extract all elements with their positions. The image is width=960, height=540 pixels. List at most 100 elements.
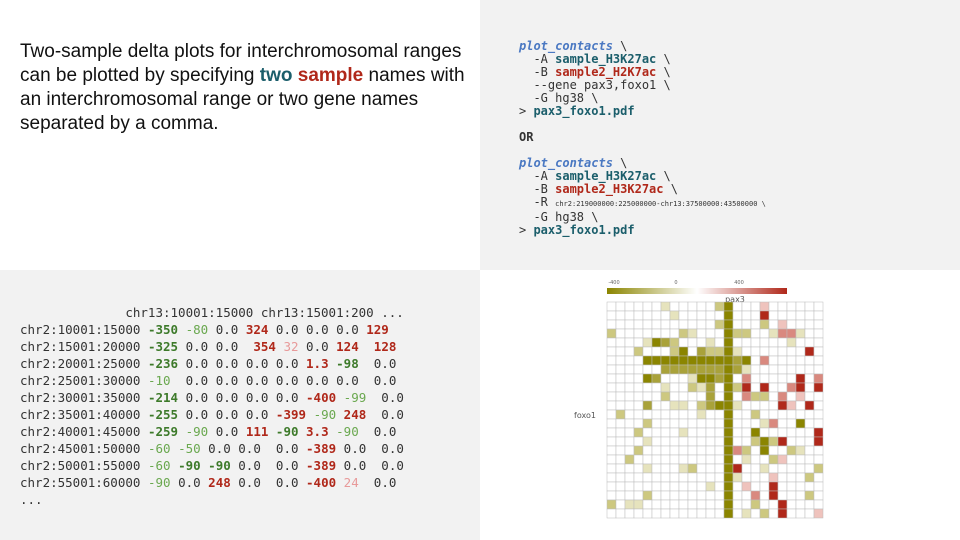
heatmap-cell [741,481,752,492]
heatmap-cell [687,319,698,330]
heatmap-cell [633,508,644,519]
heatmap-cell [642,499,653,510]
heatmap-cell [660,328,671,339]
heatmap-cell [687,364,698,375]
heatmap-cell [606,319,617,330]
heatmap-cell [804,391,815,402]
heatmap-cell [624,445,635,456]
heatmap-cell [804,463,815,474]
heatmap-cell [741,301,752,312]
legend-tick: 400 [734,280,744,286]
heatmap-cell [687,373,698,384]
heatmap-cell [759,346,770,357]
heatmap-cell [759,490,770,501]
table-row: chr2:55001:60000 -90 0.0 248 0.0 0.0 -40… [20,474,404,491]
table-cell: 0.0 [185,390,209,405]
heatmap-cell [813,490,824,501]
heatmap-cell [759,463,770,474]
table-cell: 0.0 [306,373,329,388]
heatmap-cell [615,508,626,519]
heatmap-cell [768,490,779,501]
heatmap-cell [786,481,797,492]
heatmap-cell [660,508,671,519]
heatmap-cell [642,337,653,348]
heatmap-cell [804,301,815,312]
heatmap-cell [669,463,680,474]
table-cell: 111 [245,424,269,439]
heatmap-cell [678,481,689,492]
heatmap-cell [804,382,815,393]
table-cell: -350 [147,322,179,337]
heatmap-cell [732,382,743,393]
heatmap-cell [750,328,761,339]
table-cell: 0.0 [185,407,209,422]
heatmap-cell [732,364,743,375]
heatmap-cell [624,436,635,447]
heatmap-cell [795,427,806,438]
heatmap-cell [669,301,680,312]
heatmap-cell [777,391,788,402]
heatmap-cell [606,364,617,375]
heatmap-cell [750,508,761,519]
heatmap-cell [705,445,716,456]
heatmap-cell [768,409,779,420]
heatmap-cell [714,391,725,402]
heatmap-cell [687,499,698,510]
heatmap-cell [606,310,617,321]
heatmap-cell [813,454,824,465]
heatmap-cell [705,382,716,393]
heatmap-cell [642,373,653,384]
heatmap-cell [705,328,716,339]
heatmap-cell [678,490,689,501]
heatmap-cell [732,436,743,447]
heatmap-cell [804,400,815,411]
heatmap-cell [696,463,707,474]
heatmap-cell [687,472,698,483]
heatmap-cell [786,427,797,438]
code-line: > pax3_foxo1.pdf [519,224,766,237]
heatmap-cell [786,472,797,483]
heatmap-cell [732,319,743,330]
table-cell: -90 [208,458,231,473]
heatmap-cell [687,481,698,492]
heatmap-cell [687,463,698,474]
heatmap-cell [642,436,653,447]
heatmap-cell [678,328,689,339]
heatmap-cell [804,427,815,438]
heatmap-cell [660,319,671,330]
heatmap-cell [633,490,644,501]
heatmap-cell [759,427,770,438]
heatmap-cell [651,310,662,321]
heatmap-cell [777,418,788,429]
heatmap-cell [660,364,671,375]
heatmap-cell [759,409,770,420]
heatmap-cell [660,490,671,501]
heatmap-cell [624,319,635,330]
heatmap-cell [759,391,770,402]
heatmap-cell [750,319,761,330]
heatmap-cell [759,418,770,429]
heatmap-cell [795,364,806,375]
heatmap-cell [615,445,626,456]
heatmap-cell [786,436,797,447]
heatmap-cell [642,418,653,429]
heatmap-cell [705,508,716,519]
heatmap-cell [723,373,734,384]
heatmap-cell [786,337,797,348]
heatmap-cell [606,427,617,438]
heatmap-cell [750,409,761,420]
heatmap-cell [732,310,743,321]
heatmap-cell [804,508,815,519]
heatmap-cell [732,409,743,420]
heatmap-cell [768,301,779,312]
table-cell: 0.0 [306,339,329,354]
table-cell: 0.0 [268,458,299,473]
heatmap-cell [696,418,707,429]
heatmap-cell [750,373,761,384]
heatmap-cell [714,481,725,492]
line-continuation: \ [612,39,628,53]
heatmap-cell [714,436,725,447]
heatmap-cell [759,436,770,447]
heatmap-cell [651,445,662,456]
heatmap-cell [642,463,653,474]
